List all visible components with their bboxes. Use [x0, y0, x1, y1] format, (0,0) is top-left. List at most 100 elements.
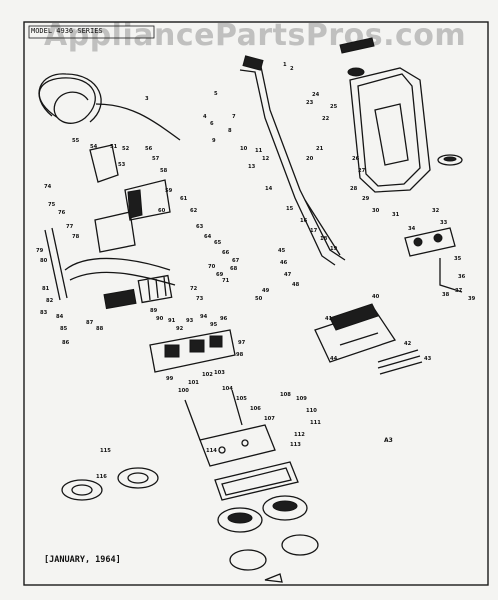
callout-number: 16 [300, 218, 308, 224]
tank-cap-part [437, 154, 463, 166]
callout-number: 55 [72, 138, 80, 144]
callout-number: 96 [220, 316, 228, 322]
callout-number: 76 [58, 210, 66, 216]
callout-number: 43 [424, 356, 432, 362]
callout-number: 82 [46, 298, 54, 304]
watermark: AppliancePartsPros.com [44, 18, 467, 53]
headlight-housing-part [314, 303, 397, 363]
callout-number: 32 [432, 208, 440, 214]
base-plate-part [199, 424, 276, 467]
callout-number: 106 [250, 406, 261, 412]
callout-number: 108 [280, 392, 291, 398]
callout-number: 81 [42, 286, 50, 292]
callout-number: 56 [145, 146, 153, 152]
callout-number: 112 [294, 432, 305, 438]
callout-number: 89 [150, 308, 158, 314]
callout-number: 2 [290, 66, 294, 72]
callout-number: 86 [62, 340, 70, 346]
callout-number: 35 [454, 256, 462, 262]
callout-number: 25 [330, 104, 338, 110]
callout-number: 63 [196, 224, 204, 230]
wheel-part [61, 467, 159, 501]
callout-number: 67 [232, 258, 240, 264]
callout-number: 75 [48, 202, 56, 208]
callout-number: 61 [180, 196, 188, 202]
tank-bracket-part [404, 227, 463, 293]
callout-number: 68 [230, 266, 238, 272]
callout-number: 80 [40, 258, 48, 264]
callout-number: 54 [90, 144, 98, 150]
guide-rod-part [44, 227, 176, 301]
callout-number: 48 [292, 282, 300, 288]
foot-pedal-part [264, 573, 283, 583]
callout-number: 114 [206, 448, 217, 454]
header-box [28, 25, 155, 39]
callout-number: 74 [44, 184, 52, 190]
callout-number: 52 [122, 146, 130, 152]
callout-number: 99 [166, 376, 174, 382]
callout-number: 100 [178, 388, 189, 394]
callout-number: 4 [203, 114, 207, 120]
callout-number: 60 [158, 208, 166, 214]
callout-number: 22 [322, 116, 330, 122]
callout-number: 40 [372, 294, 380, 300]
callout-number: 107 [264, 416, 275, 422]
callout-number: 113 [290, 442, 301, 448]
callout-number: 97 [238, 340, 246, 346]
callout-number: 88 [96, 326, 104, 332]
callout-number: 50 [255, 296, 263, 302]
callout-number: 34 [408, 226, 416, 232]
callout-number: 24 [312, 92, 320, 98]
callout-number: 105 [236, 396, 247, 402]
callout-number: 26 [352, 156, 360, 162]
callout-number: 36 [458, 274, 466, 280]
callout-number: 94 [200, 314, 208, 320]
callout-number: 8 [228, 128, 232, 134]
bumper-part [214, 461, 299, 501]
diagram-frame [23, 21, 489, 586]
callout-number: 42 [404, 341, 412, 347]
callout-number: 57 [152, 156, 160, 162]
callout-number: 93 [186, 318, 194, 324]
callout-number: 5 [214, 91, 218, 97]
callout-number: 66 [222, 250, 230, 256]
callout-number: 73 [196, 296, 204, 302]
callout-number: 19 [330, 246, 338, 252]
callout-number: 71 [222, 278, 230, 284]
callout-number: 41 [325, 316, 333, 322]
callout-number: 92 [176, 326, 184, 332]
callout-number: 38 [442, 292, 450, 298]
callout-number: 101 [188, 380, 199, 386]
gearbox-part [149, 329, 236, 373]
callout-number: 90 [156, 316, 164, 322]
motor-part [103, 274, 173, 310]
callout-number: 59 [165, 188, 173, 194]
callout-number: 115 [100, 448, 111, 454]
callout-number: 21 [316, 146, 324, 152]
callout-number: 44 [330, 356, 338, 362]
callout-number: 95 [210, 322, 218, 328]
callout-number: 6 [210, 121, 214, 127]
callout-number: 30 [372, 208, 380, 214]
solution-tank-part [347, 67, 431, 193]
callout-number: 58 [160, 168, 168, 174]
callout-number: 65 [214, 240, 222, 246]
callout-number: 11 [255, 148, 263, 154]
callout-number: 116 [96, 474, 107, 480]
callout-number: 9 [212, 138, 216, 144]
callout-number: 13 [248, 164, 256, 170]
callout-number: 103 [214, 370, 225, 376]
callout-number: 51 [110, 144, 118, 150]
callout-number: 64 [204, 234, 212, 240]
motor-housing-part [89, 144, 171, 253]
callout-number: 17 [310, 228, 318, 234]
callout-number: 111 [310, 420, 321, 426]
callout-number: 27 [358, 168, 366, 174]
callout-number: 53 [118, 162, 126, 168]
callout-number: 7 [232, 114, 236, 120]
callout-number: 46 [280, 260, 288, 266]
callout-number: 37 [455, 288, 463, 294]
callout-number: 79 [36, 248, 44, 254]
callout-number: 10 [240, 146, 248, 152]
